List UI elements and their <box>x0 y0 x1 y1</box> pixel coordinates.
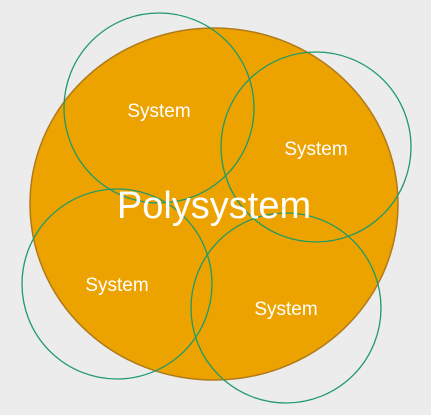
system-label-top-right: System <box>284 139 347 160</box>
system-circle-bottom-right <box>190 212 382 404</box>
polysystem-label: Polysystem <box>117 185 311 227</box>
system-circle-top-left <box>63 12 255 204</box>
polysystem-shape <box>29 27 399 381</box>
system-label-bottom-right: System <box>254 299 317 320</box>
system-label-bottom-left: System <box>85 275 148 296</box>
system-label-top-left: System <box>127 101 190 122</box>
system-circle-top-right <box>220 51 412 243</box>
system-circle-bottom-left <box>21 188 213 380</box>
